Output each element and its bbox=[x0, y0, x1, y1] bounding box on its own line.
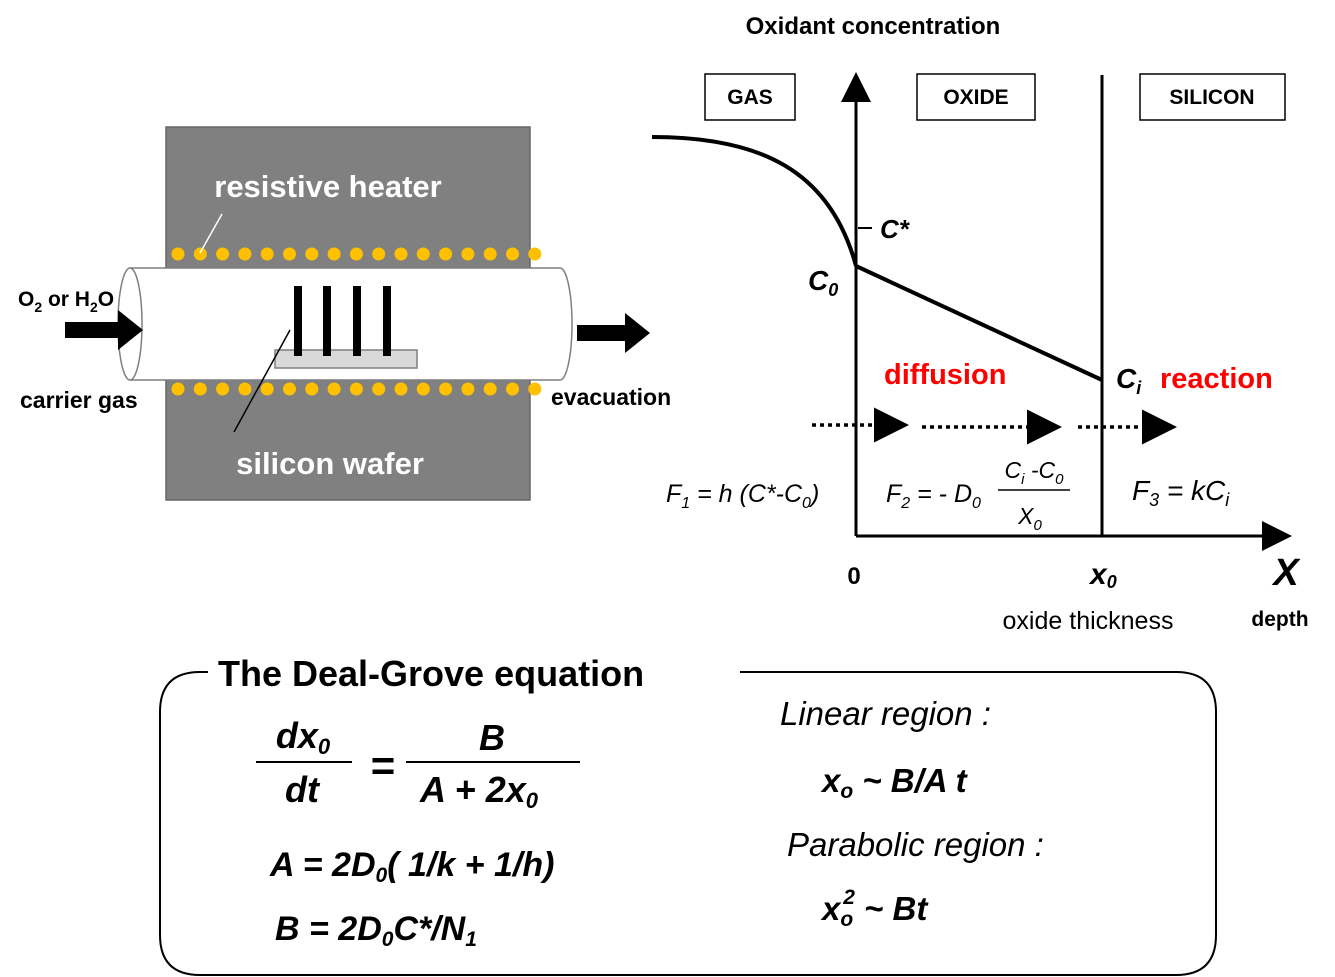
region-box-oxide: OXIDE bbox=[916, 73, 1036, 121]
inlet-gas-label: O2 or H2O bbox=[18, 288, 114, 315]
x0-label: x0 bbox=[1088, 558, 1117, 592]
heater-dot bbox=[238, 247, 252, 261]
heater-dot bbox=[416, 382, 430, 396]
heater-dot bbox=[305, 382, 319, 396]
deal-grove-equation: dx0 dt = B A + 2x0 bbox=[256, 715, 580, 813]
concentration-profile: Oxidant concentration GAS OXIDE SILICON … bbox=[651, 13, 1309, 635]
svg-text:SILICON: SILICON bbox=[1169, 86, 1254, 109]
wafer-label: silicon wafer bbox=[236, 446, 424, 481]
heater-dot bbox=[305, 247, 319, 261]
c-star-label: C* bbox=[880, 214, 911, 244]
heater-dot bbox=[506, 247, 519, 261]
flux-f3: F3 = kCi bbox=[1132, 475, 1230, 510]
x-axis-letter: X bbox=[1271, 552, 1301, 594]
svg-text:X0: X0 bbox=[1017, 503, 1042, 534]
heater-dot bbox=[238, 382, 252, 396]
heater-dot bbox=[439, 247, 453, 261]
heater-dot bbox=[394, 247, 408, 261]
b-definition: B = 2D0C*/N1 bbox=[275, 910, 477, 951]
heater-dot bbox=[283, 382, 296, 396]
svg-text:dt: dt bbox=[285, 769, 321, 810]
c0-label: C0 bbox=[808, 265, 838, 300]
heater-dot bbox=[394, 382, 408, 396]
svg-text:dx0: dx0 bbox=[276, 715, 331, 759]
heater-dot bbox=[327, 382, 341, 396]
heater-dot bbox=[372, 247, 386, 261]
profile-title: Oxidant concentration bbox=[746, 13, 1001, 40]
parabolic-region-equation: xo2 ~ Bt bbox=[820, 886, 929, 931]
heater-dot bbox=[171, 247, 185, 261]
oxide-thickness-label: oxide thickness bbox=[1003, 607, 1174, 635]
region-box-silicon: SILICON bbox=[1139, 73, 1286, 121]
equation-box-border bbox=[159, 671, 1217, 976]
carrier-gas-label: carrier gas bbox=[20, 387, 138, 413]
flux-f1: F1 = h (C*-C0) bbox=[666, 480, 819, 512]
diffusion-label: diffusion bbox=[884, 359, 1006, 391]
reaction-label: reaction bbox=[1160, 363, 1273, 395]
deal-grove-box: The Deal-Grove equation dx0 dt = B A + 2… bbox=[159, 653, 1217, 976]
heater-dot bbox=[216, 247, 230, 261]
ci-label: Ci bbox=[1116, 363, 1142, 398]
heater-dot bbox=[216, 382, 230, 396]
heater-dot bbox=[349, 247, 363, 261]
gas-concentration-curve bbox=[651, 135, 858, 267]
wafer-boat bbox=[274, 349, 418, 369]
wafer-leader-line bbox=[233, 329, 291, 433]
heater-dot bbox=[260, 247, 274, 261]
heater-dot bbox=[171, 382, 185, 396]
equation-box-title: The Deal-Grove equation bbox=[218, 653, 644, 694]
a-definition: A = 2D0( 1/k + 1/h) bbox=[269, 846, 554, 887]
heater-dot bbox=[461, 382, 475, 396]
parabolic-region-title: Parabolic region : bbox=[787, 826, 1044, 863]
oxide-concentration-line bbox=[855, 264, 1103, 382]
heater-dot bbox=[349, 382, 363, 396]
region-box-gas: GAS bbox=[704, 73, 796, 121]
svg-text:Ci -C0: Ci -C0 bbox=[1005, 457, 1065, 488]
svg-text:F2 = - D0: F2 = - D0 bbox=[886, 480, 981, 512]
linear-region-title: Linear region : bbox=[780, 695, 991, 732]
svg-text:GAS: GAS bbox=[727, 86, 773, 109]
heater-dot bbox=[439, 382, 453, 396]
depth-label: depth bbox=[1251, 608, 1308, 631]
heater-dot bbox=[461, 247, 475, 261]
heater-dot bbox=[372, 382, 386, 396]
inlet-arrow-icon bbox=[65, 310, 143, 350]
flux-arrows bbox=[812, 407, 1177, 445]
heater-label: resistive heater bbox=[214, 169, 441, 204]
heater-dot bbox=[193, 247, 207, 261]
furnace: resistive heater silicon wafer O2 or H2O… bbox=[18, 126, 671, 501]
heater-dot bbox=[483, 382, 497, 396]
origin-label: 0 bbox=[847, 563, 860, 590]
svg-text:A + 2x0: A + 2x0 bbox=[419, 769, 539, 813]
heater-dot bbox=[506, 382, 519, 396]
heater-dot bbox=[327, 247, 341, 261]
heater-dot bbox=[193, 382, 207, 396]
linear-region-equation: xo ~ B/A t bbox=[820, 762, 969, 803]
heater-leader-line bbox=[199, 213, 223, 254]
outlet-arrow-icon bbox=[577, 313, 650, 353]
svg-text:B: B bbox=[479, 717, 505, 758]
svg-text:OXIDE: OXIDE bbox=[943, 86, 1008, 109]
heater-dot bbox=[416, 247, 430, 261]
heater-dots-top bbox=[171, 247, 542, 261]
svg-text:=: = bbox=[371, 742, 396, 789]
heater-dot bbox=[483, 247, 497, 261]
heater-dots-bottom bbox=[171, 382, 542, 396]
heater-dot bbox=[528, 382, 542, 396]
evacuation-label: evacuation bbox=[551, 384, 671, 410]
heater-dot bbox=[283, 247, 296, 261]
heater-dot bbox=[528, 247, 542, 261]
flux-f2: F2 = - D0 Ci -C0 X0 bbox=[886, 457, 1070, 534]
silicon-wafers bbox=[294, 286, 391, 356]
heater-dot bbox=[260, 382, 274, 396]
